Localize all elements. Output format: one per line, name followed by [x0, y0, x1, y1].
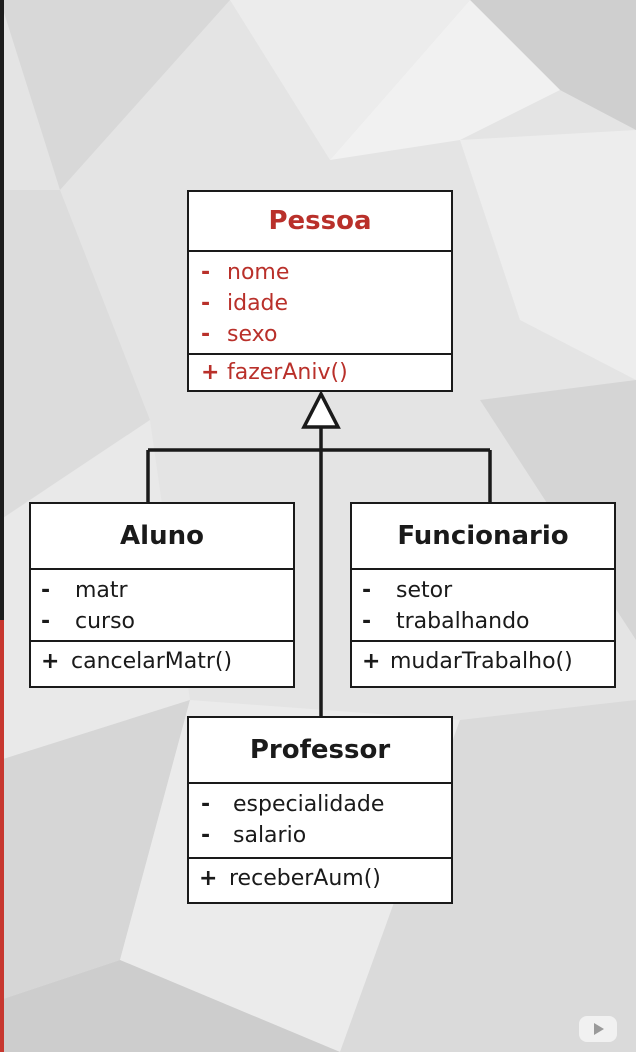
method-compartment: + mudarTrabalho()	[352, 642, 614, 681]
method-name: mudarTrabalho()	[390, 649, 573, 674]
method-name: cancelarMatr()	[71, 649, 233, 674]
method-row: + fazerAniv()	[189, 357, 451, 388]
attribute-name: sexo	[227, 322, 278, 347]
class-aluno: Aluno - matr - curso + cancelarMatr()	[29, 502, 295, 688]
attribute-name: idade	[227, 291, 289, 316]
attribute-compartment: - matr - curso	[31, 570, 293, 642]
visibility-marker: -	[201, 291, 211, 316]
visibility-marker: -	[201, 792, 211, 817]
visibility-marker: -	[201, 260, 211, 285]
class-name: Pessoa	[189, 192, 451, 252]
visibility-marker: +	[201, 360, 220, 385]
visibility-marker: -	[201, 823, 211, 848]
class-name: Aluno	[31, 504, 293, 570]
method-name: fazerAniv()	[227, 360, 348, 385]
visibility-marker: -	[41, 578, 51, 603]
method-row: + receberAum()	[189, 863, 451, 894]
left-edge-bar	[0, 0, 4, 620]
attribute-compartment: - especialidade - salario	[189, 784, 451, 859]
visibility-marker: +	[362, 649, 381, 674]
left-edge-accent	[0, 620, 4, 1052]
attribute-name: especialidade	[233, 792, 385, 817]
attribute-name: curso	[75, 609, 136, 634]
attribute-name: setor	[396, 578, 453, 603]
attribute-row: - setor	[352, 575, 614, 606]
visibility-marker: +	[41, 649, 60, 674]
class-funcionario: Funcionario - setor - trabalhando + muda…	[350, 502, 616, 688]
attribute-row: - especialidade	[189, 789, 451, 820]
class-name: Funcionario	[352, 504, 614, 570]
method-compartment: + cancelarMatr()	[31, 642, 293, 681]
class-name: Professor	[189, 718, 451, 784]
visibility-marker: -	[362, 578, 372, 603]
attribute-name: salario	[233, 823, 307, 848]
method-compartment: + receberAum()	[189, 859, 451, 898]
visibility-marker: +	[199, 866, 218, 891]
method-row: + cancelarMatr()	[31, 646, 293, 677]
attribute-row: - curso	[31, 606, 293, 637]
attribute-row: - nome	[189, 257, 451, 288]
attribute-row: - matr	[31, 575, 293, 606]
class-professor: Professor - especialidade - salario + re…	[187, 716, 453, 904]
class-pessoa: Pessoa - nome - idade - sexo + fazerAniv…	[187, 190, 453, 392]
visibility-marker: -	[201, 322, 211, 347]
attribute-row: - sexo	[189, 319, 451, 350]
visibility-marker: -	[362, 609, 372, 634]
attribute-row: - salario	[189, 820, 451, 851]
method-name: receberAum()	[229, 866, 381, 891]
attribute-name: matr	[75, 578, 128, 603]
visibility-marker: -	[41, 609, 51, 634]
attribute-compartment: - setor - trabalhando	[352, 570, 614, 642]
youtube-logo-icon[interactable]	[578, 1014, 618, 1044]
attribute-compartment: - nome - idade - sexo	[189, 252, 451, 355]
method-compartment: + fazerAniv()	[189, 355, 451, 390]
method-row: + mudarTrabalho()	[352, 646, 614, 677]
attribute-row: - trabalhando	[352, 606, 614, 637]
generalization-arrowhead-icon	[301, 390, 341, 429]
attribute-name: nome	[227, 260, 290, 285]
attribute-row: - idade	[189, 288, 451, 319]
attribute-name: trabalhando	[396, 609, 530, 634]
